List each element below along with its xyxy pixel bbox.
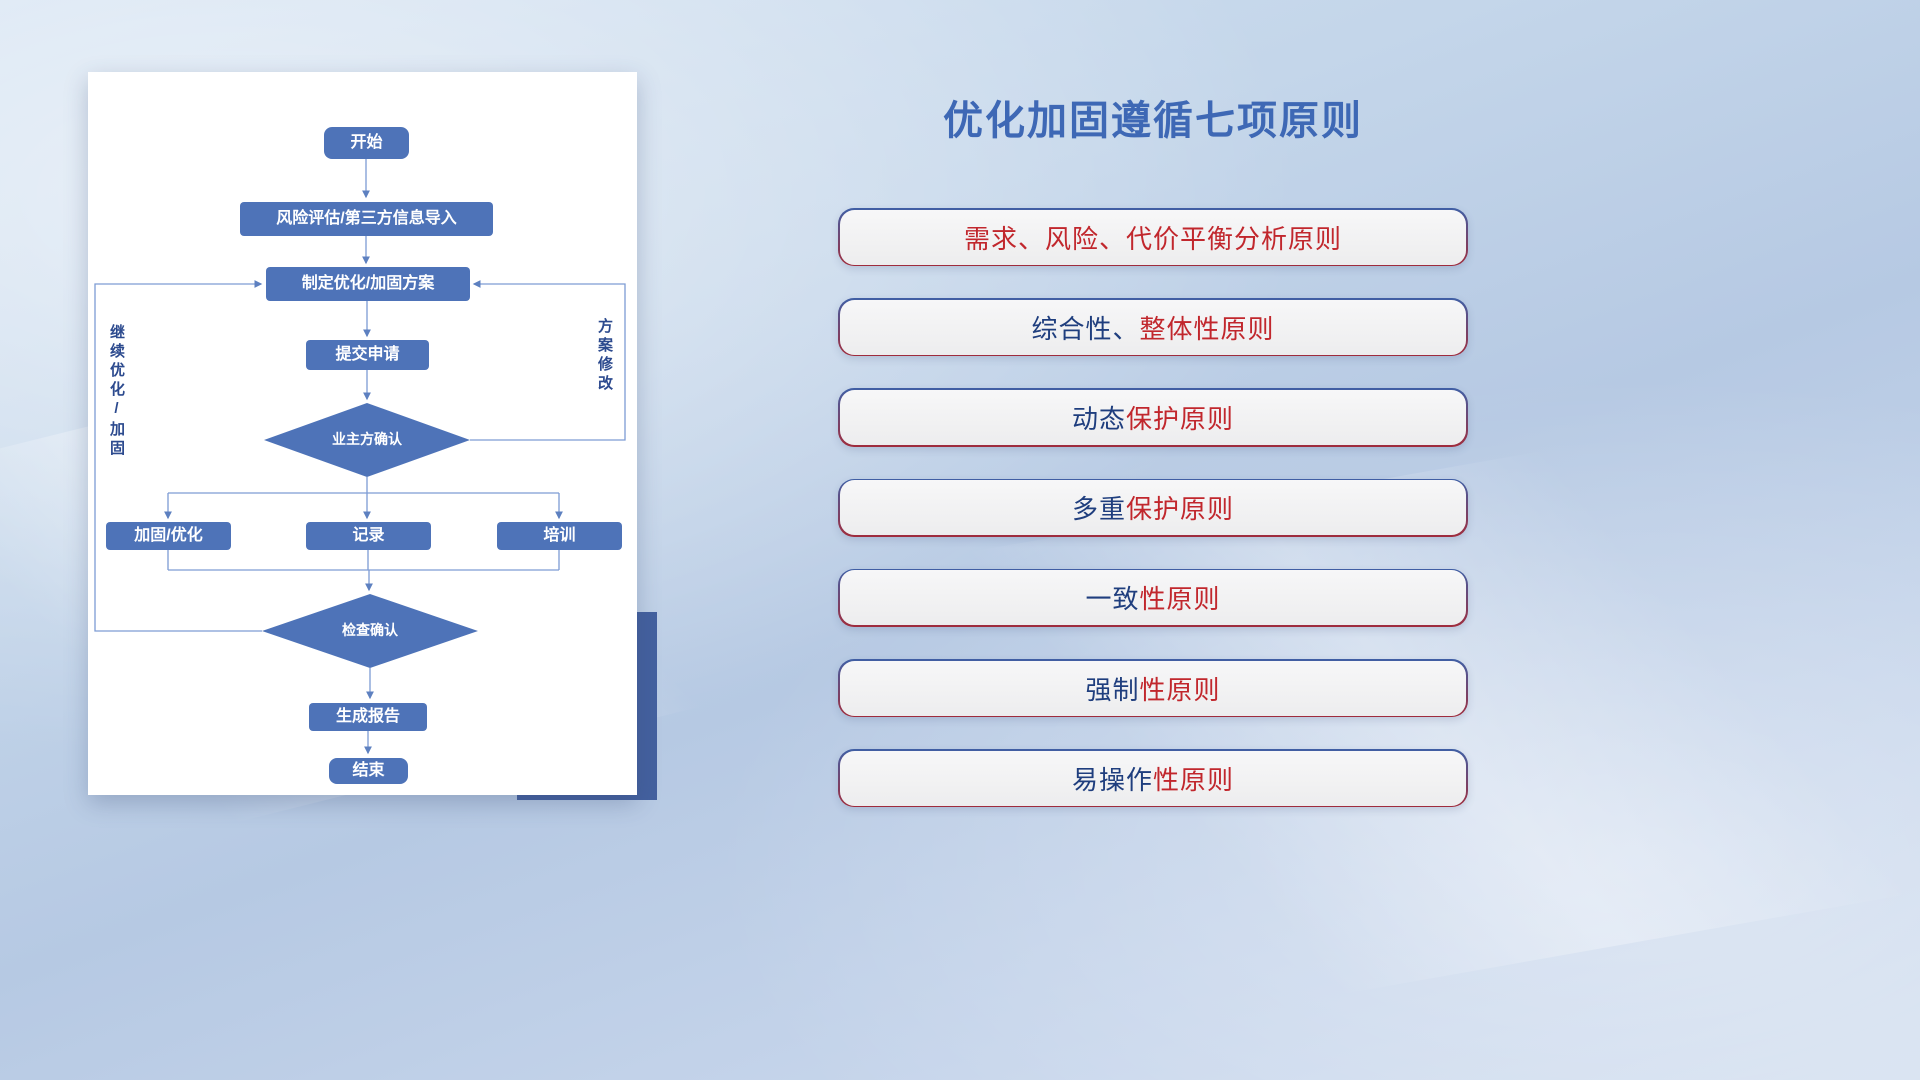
principle-item: 动态 保护原则 [838, 388, 1468, 447]
flowchart-node-training: 培训 [497, 522, 622, 550]
principle-text-blue: 多重 [1071, 494, 1126, 525]
principle-text-red: 整体性原则 [1139, 313, 1275, 344]
page-title: 优化加固遵循七项原则 [943, 99, 1363, 143]
principle-text-blue: 强制 [1085, 674, 1140, 705]
principle-text-red: 性原则 [1139, 674, 1221, 705]
flowchart-node-end: 结束 [329, 758, 408, 784]
flowchart-node-start: 开始 [324, 127, 409, 159]
flowchart-card: 开始 风险评估/第三方信息导入 制定优化/加固方案 提交申请 业主方确认 加固/… [88, 72, 637, 795]
flowchart-label-plan-revision: 方案修改 [596, 318, 613, 394]
flowchart-node-risk-import: 风险评估/第三方信息导入 [240, 202, 493, 236]
principle-label: 多重 保护原则 [839, 480, 1467, 536]
flowchart-connectors [94, 159, 626, 755]
principle-label: 易操作 性原则 [839, 750, 1467, 806]
flowchart-node-make-plan: 制定优化/加固方案 [266, 267, 470, 301]
principle-label: 综合性、 整体性原则 [839, 299, 1467, 355]
flowchart-label-continue-loop: 继续优化/加固 [108, 324, 125, 459]
principles-list: 需求、风险、代价平衡分析原则 综合性、 整体性原则 动态 保护原则 多重 保护原… [838, 208, 1468, 808]
principle-item: 需求、风险、代价平衡分析原则 [838, 208, 1468, 267]
principle-label: 动态 保护原则 [839, 389, 1467, 445]
flowchart-node-reinforce-optimize: 加固/优化 [106, 522, 231, 550]
principle-item: 强制 性原则 [838, 658, 1468, 718]
flowchart-node-submit-request: 提交申请 [306, 340, 429, 370]
principle-item: 多重 保护原则 [838, 478, 1468, 537]
principle-label: 强制 性原则 [839, 660, 1467, 716]
principle-text-red: 保护原则 [1126, 494, 1235, 525]
principle-text-red: 保护原则 [1126, 403, 1235, 434]
principle-item: 易操作 性原则 [838, 749, 1468, 808]
principle-text-red: 需求、风险、代价平衡分析原则 [963, 223, 1342, 254]
principle-text-blue: 一致 [1085, 584, 1140, 615]
principle-item: 一致 性原则 [838, 568, 1468, 627]
flowchart-node-record: 记录 [306, 522, 431, 550]
principle-text-red: 性原则 [1153, 764, 1235, 795]
principle-text-blue: 动态 [1071, 403, 1126, 434]
principle-text-blue: 易操作 [1071, 764, 1153, 795]
flowchart-node-generate-report: 生成报告 [309, 703, 427, 731]
principle-label: 需求、风险、代价平衡分析原则 [839, 209, 1467, 265]
principles-panel: 优化加固遵循七项原则 需求、风险、代价平衡分析原则 综合性、 整体性原则 动态 … [838, 88, 1468, 808]
principle-item: 综合性、 整体性原则 [838, 298, 1468, 357]
principle-text-blue: 综合性、 [1031, 313, 1140, 344]
principle-label: 一致 性原则 [839, 570, 1467, 626]
principle-text-red: 性原则 [1139, 584, 1221, 615]
